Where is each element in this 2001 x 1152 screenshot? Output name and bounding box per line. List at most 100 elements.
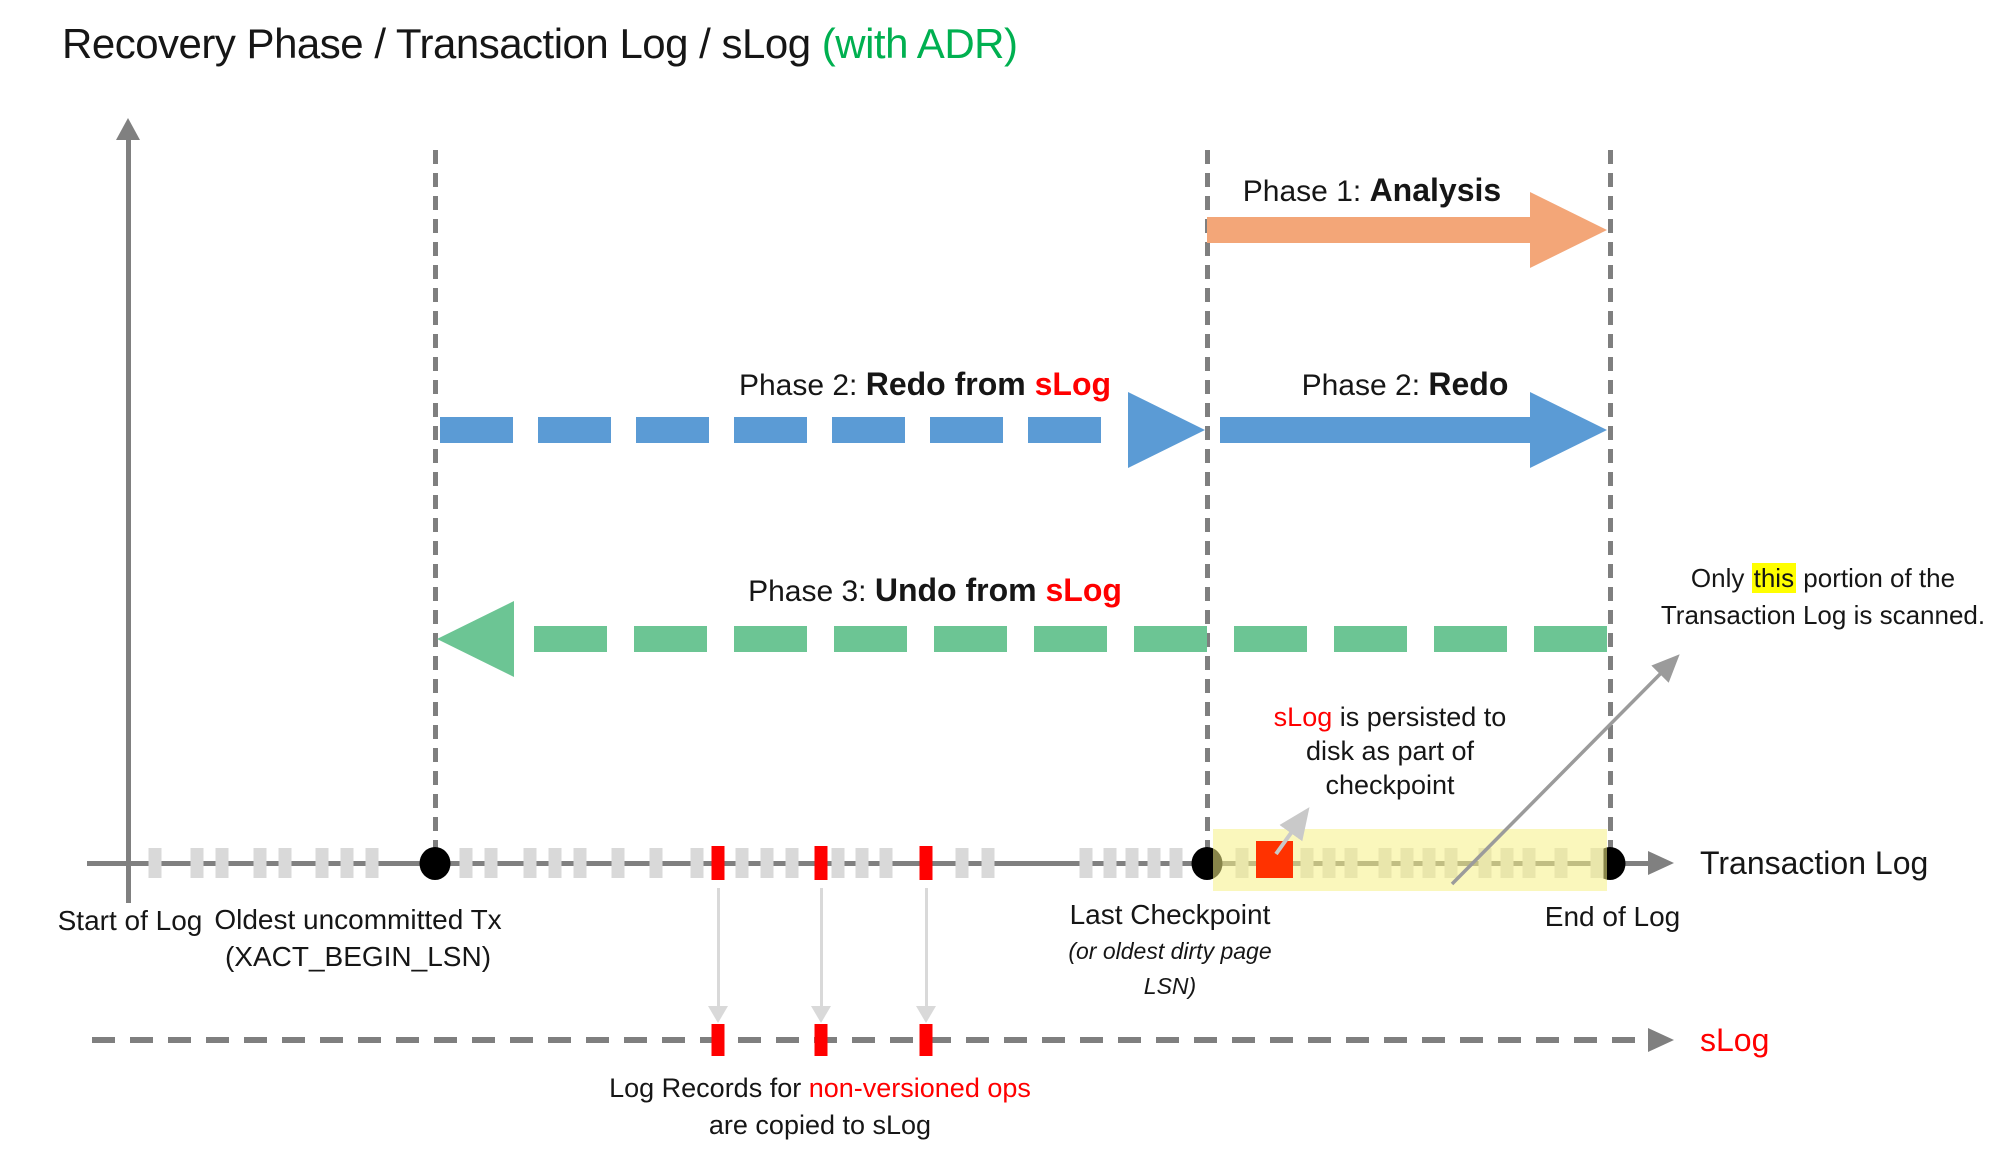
log-record-tick bbox=[459, 848, 473, 878]
phase1-analysis-arrow bbox=[1207, 217, 1530, 243]
phase3-slog: sLog bbox=[1045, 572, 1122, 608]
log-record-tick bbox=[785, 848, 799, 878]
copied-annotation: Log Records for non-versioned ops are co… bbox=[545, 1070, 1095, 1144]
page-title-main: Recovery Phase / Transaction Log / sLog bbox=[62, 20, 822, 67]
persisted-line1: sLog is persisted to bbox=[1235, 700, 1545, 734]
guide-line-end-of-log bbox=[1608, 150, 1613, 850]
scanned-after: portion of the bbox=[1796, 563, 1956, 593]
persisted-annotation: sLog is persisted to disk as part of che… bbox=[1235, 700, 1545, 802]
transaction-log-arrowhead-icon bbox=[1648, 851, 1674, 875]
log-record-tick bbox=[215, 848, 229, 878]
slog-record-tick bbox=[814, 1024, 828, 1056]
phase3-prefix: Phase 3: bbox=[748, 575, 875, 608]
log-record-tick bbox=[735, 848, 749, 878]
persisted-line3: checkpoint bbox=[1325, 770, 1455, 800]
log-record-tick bbox=[253, 848, 267, 878]
vertical-axis-arrowhead-icon bbox=[116, 118, 140, 140]
copied-line1-red: non-versioned ops bbox=[808, 1073, 1031, 1103]
log-record-tick bbox=[484, 848, 498, 878]
guide-line-oldest-tx bbox=[433, 150, 438, 863]
log-record-tick bbox=[190, 848, 204, 878]
phase1-label: Phase 1: Analysis bbox=[1207, 172, 1537, 209]
slog-record-tick bbox=[919, 1024, 933, 1056]
log-record-tick bbox=[955, 848, 969, 878]
phase1-analysis-arrowhead-icon bbox=[1530, 192, 1607, 268]
phase3-undo-arrowhead-icon bbox=[437, 601, 514, 677]
scanned-annotation: Only this portion of the Transaction Log… bbox=[1645, 560, 2001, 634]
log-record-tick bbox=[855, 848, 869, 878]
log-record-tick bbox=[1169, 848, 1183, 878]
persisted-line1-rest: is persisted to bbox=[1332, 702, 1507, 732]
log-record-tick bbox=[1125, 848, 1139, 878]
end-of-log-label: End of Log bbox=[1544, 901, 1681, 932]
phase3-name: Undo from bbox=[874, 572, 1046, 608]
phase2-name: Redo bbox=[1428, 366, 1509, 402]
phase1-name: Analysis bbox=[1369, 172, 1502, 208]
copied-line1: Log Records for non-versioned ops bbox=[545, 1070, 1095, 1107]
phase2-redo-from-slog-label: Phase 2: Redo from sLog bbox=[555, 366, 1295, 403]
scanned-highlight: this bbox=[1751, 563, 1797, 593]
copied-line1-black: Log Records for bbox=[609, 1073, 809, 1103]
phase2-redo-arrowhead-icon bbox=[1530, 392, 1607, 468]
persisted-slog-square bbox=[1256, 841, 1293, 878]
phase1-prefix: Phase 1: bbox=[1242, 175, 1370, 208]
scanned-before: Only bbox=[1690, 563, 1752, 593]
phase2-redo-arrow bbox=[1220, 417, 1530, 443]
phase2-prefix: Phase 2: bbox=[1301, 369, 1429, 402]
last-checkpoint-sub1: (or oldest dirty page bbox=[1068, 938, 1272, 964]
guide-line-last-checkpoint bbox=[1205, 150, 1210, 850]
copied-line2: are copied to sLog bbox=[708, 1110, 932, 1140]
phase3-undo-arrow bbox=[514, 626, 1607, 652]
log-record-tick bbox=[611, 848, 625, 878]
scanned-annotation-line1: Only this portion of the bbox=[1645, 560, 2001, 597]
scanned-annotation-line2: Transaction Log is scanned. bbox=[1660, 600, 1986, 630]
log-record-tick bbox=[879, 848, 893, 878]
copy-to-slog-arrow-icon bbox=[916, 888, 936, 1024]
start-of-log-label: Start of Log bbox=[57, 905, 203, 936]
slog-label: sLog bbox=[1700, 1022, 1770, 1058]
phase2-redo-label: Phase 2: Redo bbox=[1230, 366, 1580, 403]
phase2-redo-from-slog-arrow bbox=[440, 417, 1101, 443]
phase2s-name: Redo from bbox=[865, 366, 1035, 402]
transaction-log-label: Transaction Log bbox=[1700, 845, 1929, 881]
slog-arrowhead-icon bbox=[1648, 1028, 1674, 1052]
copy-to-slog-arrow-icon bbox=[708, 888, 728, 1024]
slog-record-tick bbox=[711, 1024, 725, 1056]
oldest-tx-label: Oldest uncommitted Tx (XACT_BEGIN_LSN) bbox=[208, 901, 508, 975]
oldest-uncommitted-tx-dot bbox=[419, 847, 451, 880]
log-record-tick bbox=[690, 848, 704, 878]
last-checkpoint-label: Last Checkpoint (or oldest dirty page LS… bbox=[1020, 899, 1320, 1001]
oldest-tx-line2: (XACT_BEGIN_LSN) bbox=[224, 941, 492, 972]
log-record-tick bbox=[278, 848, 292, 878]
phase2s-slog: sLog bbox=[1034, 366, 1112, 402]
page-title: Recovery Phase / Transaction Log / sLog … bbox=[62, 20, 1018, 68]
non-versioned-op-tick bbox=[711, 846, 725, 880]
phase2-redo-from-slog-arrowhead-icon bbox=[1128, 392, 1205, 468]
log-record-tick bbox=[649, 848, 663, 878]
vertical-axis bbox=[126, 138, 131, 903]
log-record-tick bbox=[148, 848, 162, 878]
oldest-tx-line1: Oldest uncommitted Tx bbox=[214, 904, 502, 935]
last-checkpoint-sub2: LSN) bbox=[1143, 973, 1197, 999]
log-record-tick bbox=[1103, 848, 1117, 878]
log-record-tick bbox=[831, 848, 845, 878]
log-record-tick bbox=[365, 848, 379, 878]
persisted-slog-word: sLog bbox=[1273, 702, 1333, 732]
log-record-tick bbox=[548, 848, 562, 878]
non-versioned-op-tick bbox=[919, 846, 933, 880]
log-record-tick bbox=[573, 848, 587, 878]
last-checkpoint-line1: Last Checkpoint bbox=[1069, 899, 1271, 930]
log-record-tick bbox=[340, 848, 354, 878]
copy-to-slog-arrow-icon bbox=[811, 888, 831, 1024]
log-record-tick bbox=[981, 848, 995, 878]
log-record-tick bbox=[1079, 848, 1093, 878]
log-record-tick bbox=[1147, 848, 1161, 878]
page-title-adr: (with ADR) bbox=[821, 20, 1018, 67]
phase3-undo-label: Phase 3: Undo from sLog bbox=[560, 572, 1310, 609]
phase2s-prefix: Phase 2: bbox=[738, 369, 866, 402]
log-record-tick bbox=[315, 848, 329, 878]
persisted-line2: disk as part of bbox=[1305, 736, 1475, 766]
non-versioned-op-tick bbox=[814, 846, 828, 880]
log-record-tick bbox=[523, 848, 537, 878]
